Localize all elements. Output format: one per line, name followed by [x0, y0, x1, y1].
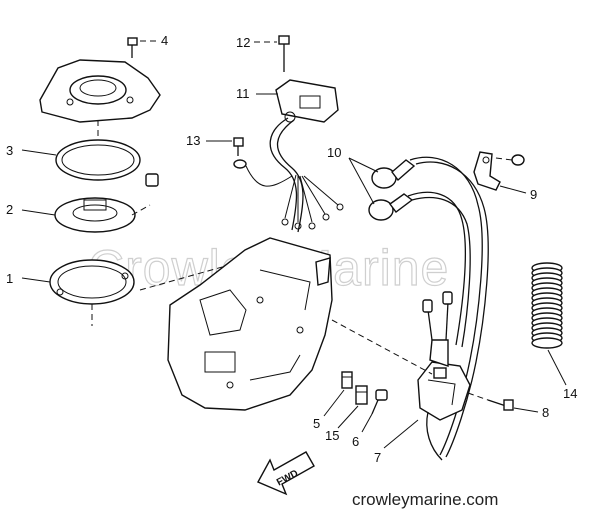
site-url: crowleymarine.com — [352, 490, 498, 509]
leader-9b — [495, 157, 513, 161]
bolt-part-8[interactable] — [487, 399, 514, 411]
screw-part-4[interactable] — [127, 37, 138, 58]
plate-part-15[interactable] — [355, 385, 368, 405]
ring-part-3[interactable] — [55, 139, 141, 181]
clip-part-9[interactable] — [473, 151, 501, 191]
leader-6 — [361, 413, 373, 433]
ht-leads — [407, 156, 489, 458]
leader-1 — [21, 277, 51, 283]
clip-part-5[interactable] — [341, 371, 353, 389]
callout-4: 4 — [161, 33, 168, 48]
callout-6: 6 — [352, 434, 359, 449]
leader-coil — [331, 319, 433, 375]
fwd-arrow-icon: FWD — [257, 451, 315, 496]
leader-7 — [383, 419, 419, 449]
base-ring-part-1[interactable] — [49, 259, 135, 305]
callout-2: 2 — [6, 202, 13, 217]
cdi-unit-part-11[interactable] — [275, 79, 339, 123]
callout-10: 10 — [327, 145, 341, 160]
callout-1: 1 — [6, 271, 13, 286]
callout-5: 5 — [313, 416, 320, 431]
callout-3: 3 — [6, 143, 13, 158]
callout-7: 7 — [374, 450, 381, 465]
screw-part-6[interactable] — [371, 389, 388, 415]
small-screw-9[interactable] — [511, 154, 525, 166]
sleeve-part-14[interactable] — [531, 262, 563, 349]
leader-10b — [348, 157, 375, 205]
callout-9: 9 — [530, 187, 537, 202]
bolt-part-12[interactable] — [278, 35, 290, 72]
callout-8: 8 — [542, 405, 549, 420]
leader-8 — [513, 407, 539, 413]
plug-cap-part-10[interactable] — [368, 159, 416, 221]
leader-15 — [337, 405, 359, 429]
leader-2b — [131, 204, 151, 216]
callout-11: 11 — [236, 86, 250, 101]
callout-15: 15 — [325, 428, 339, 443]
wire-harness — [245, 117, 344, 233]
ignition-coil-part-7[interactable] — [417, 291, 471, 461]
leader-2 — [21, 209, 56, 216]
leader-5 — [323, 389, 345, 417]
stator-cover-part[interactable] — [39, 59, 161, 123]
callout-14: 14 — [563, 386, 577, 401]
engine-block — [167, 237, 333, 411]
leader-9 — [499, 185, 527, 194]
screw-part-13[interactable] — [233, 137, 247, 169]
small-cap-part[interactable] — [145, 173, 159, 187]
stator-plate-part-2[interactable] — [54, 197, 136, 233]
leader-block — [139, 261, 241, 291]
leader-14 — [547, 349, 567, 386]
leader-8b — [467, 392, 489, 401]
callout-13: 13 — [186, 133, 200, 148]
leader-10a — [348, 157, 379, 173]
leader-3 — [21, 149, 57, 156]
callout-12: 12 — [236, 35, 250, 50]
